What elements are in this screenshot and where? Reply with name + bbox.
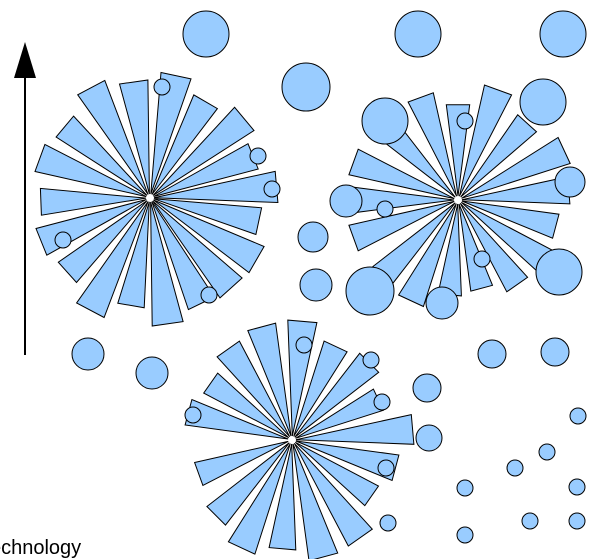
circle-shape bbox=[426, 287, 458, 319]
circle-shape bbox=[416, 425, 442, 451]
circle-shape bbox=[154, 79, 170, 95]
circle-shape bbox=[136, 357, 168, 389]
circle-shape bbox=[569, 479, 585, 495]
circle-shape bbox=[478, 340, 506, 368]
circle-shape bbox=[362, 98, 408, 144]
circle-shape bbox=[300, 269, 332, 301]
circle-shape bbox=[380, 515, 396, 531]
circle-shape bbox=[457, 480, 473, 496]
circle-shape bbox=[555, 167, 585, 197]
circle-shape bbox=[298, 222, 328, 252]
circle-shape bbox=[296, 337, 312, 353]
circle-shape bbox=[569, 513, 585, 529]
circle-shape bbox=[282, 63, 330, 111]
circle-shape bbox=[570, 408, 586, 424]
circle-shape bbox=[250, 148, 266, 164]
circle-shape bbox=[264, 181, 280, 197]
caption-text: echnology bbox=[0, 536, 81, 560]
circle-shape bbox=[72, 338, 104, 370]
circle-shape bbox=[395, 11, 441, 57]
circle-shape bbox=[413, 374, 441, 402]
circle-shape bbox=[346, 267, 394, 315]
circle-shape bbox=[520, 79, 566, 125]
up-arrow-icon bbox=[14, 42, 36, 355]
circle-shape bbox=[457, 113, 473, 129]
circle-shape bbox=[507, 460, 523, 476]
circle-shape bbox=[377, 201, 393, 217]
circle-shape bbox=[474, 251, 490, 267]
circle-shape bbox=[539, 444, 555, 460]
circle-shape bbox=[185, 407, 201, 423]
circle-shape bbox=[536, 249, 582, 295]
burst-1 bbox=[35, 73, 278, 327]
circle-shape bbox=[522, 513, 538, 529]
circle-shape bbox=[201, 287, 217, 303]
circle-shape bbox=[374, 394, 390, 410]
circle-shape bbox=[183, 11, 229, 57]
circle-shape bbox=[540, 11, 586, 57]
circle-shape bbox=[541, 338, 569, 366]
circle-shape bbox=[330, 185, 362, 217]
circle-shape bbox=[55, 232, 71, 248]
circle-shape bbox=[378, 460, 394, 476]
circle-shape bbox=[457, 527, 473, 543]
circle-shape bbox=[363, 352, 379, 368]
